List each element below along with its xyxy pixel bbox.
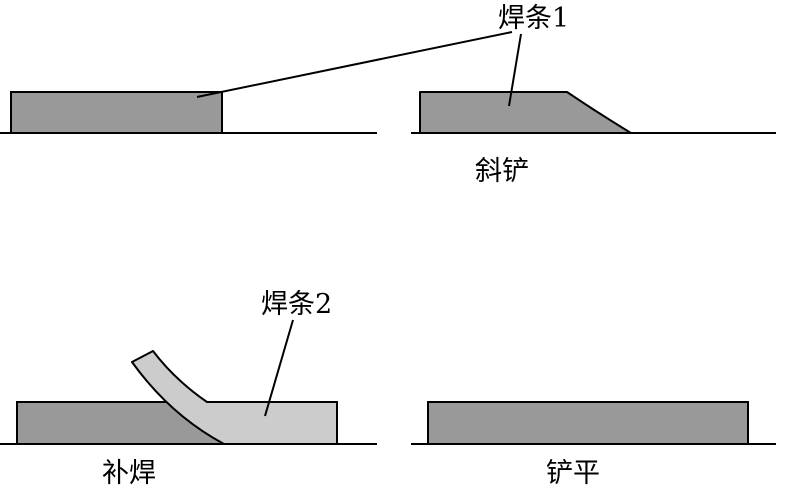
panel-repair-weld — [0, 319, 377, 445]
leader-line-electrode-2 — [264, 319, 294, 417]
beveled-weld-strip — [419, 91, 632, 134]
label-electrode-2: 焊条2 — [261, 289, 332, 320]
leader-line-electrode-1 — [196, 31, 513, 98]
label-electrode-1: 焊条1 — [498, 3, 569, 34]
label-bevel-shovel: 斜铲 — [475, 156, 529, 187]
label-shovel-flat: 铲平 — [546, 458, 600, 489]
weld-strip-1 — [10, 91, 223, 134]
leader-line-electrode-1-right — [508, 33, 522, 107]
panel-electrode-1 — [0, 31, 513, 134]
panel-shovel-flat — [411, 401, 776, 445]
panel-bevel-shovel — [411, 33, 776, 134]
label-repair-weld: 补焊 — [102, 458, 156, 489]
repair-patch — [131, 350, 338, 445]
flat-weld-strip — [427, 401, 749, 445]
